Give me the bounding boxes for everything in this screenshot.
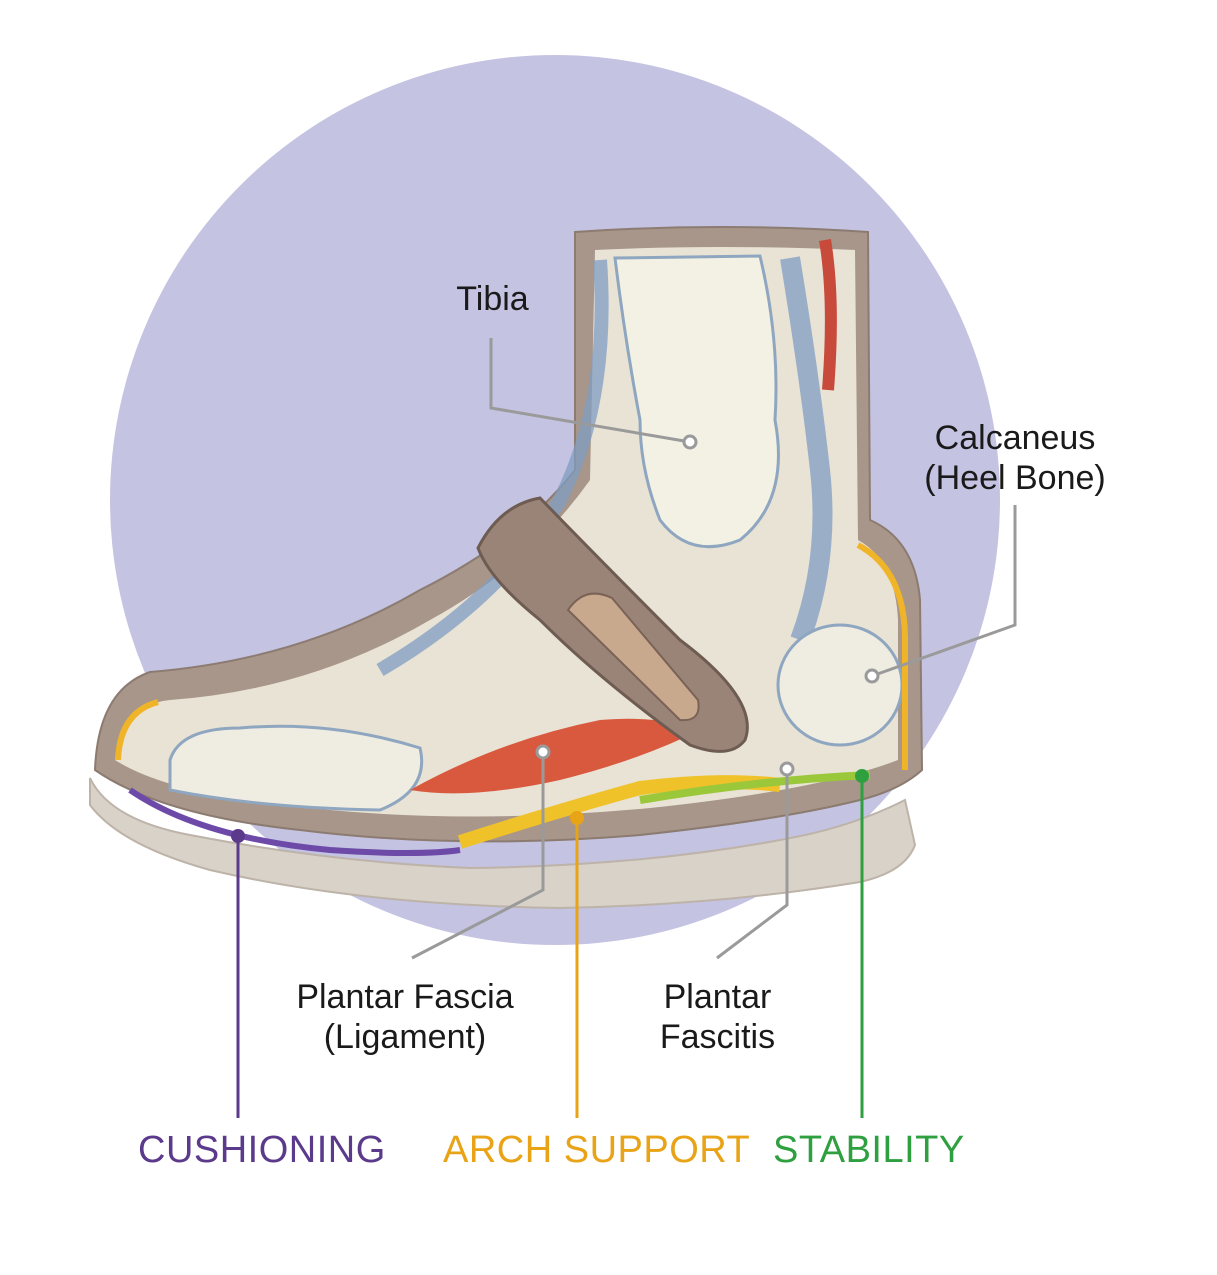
tibia-bone	[613, 254, 780, 549]
calcaneus-bone	[776, 623, 904, 747]
heel-counter	[856, 542, 908, 770]
plantar-fascia-marker	[535, 744, 551, 760]
stability-marker	[855, 769, 869, 783]
cushioning-marker	[231, 829, 245, 843]
arch-support-label: ARCH SUPPORT	[443, 1129, 751, 1171]
leader-lines	[411, 338, 1017, 960]
calcaneus-label-line1: Calcaneus	[934, 419, 1096, 457]
plantar-fascia-label-line2: (Ligament)	[323, 1018, 487, 1056]
plantar-fasciitis-label-line2: Fascitis	[659, 1018, 776, 1056]
shoe-sole	[89, 777, 917, 910]
leader-dots	[535, 434, 880, 777]
stability-label: STABILITY	[773, 1129, 965, 1171]
calcaneus-label-line2: (Heel Bone)	[924, 459, 1106, 497]
insole-stability-layer	[639, 771, 871, 804]
plantar-fasciitis-leader-line	[716, 769, 789, 960]
plantar-fascia-leader-line	[411, 752, 545, 960]
plantar-fasciitis-marker	[779, 761, 795, 777]
tibia-marker	[682, 434, 698, 450]
tendon-back	[780, 256, 833, 644]
tendon-front	[376, 259, 609, 677]
tibia-label-text: Tibia	[456, 280, 529, 318]
tibia-leader-line	[489, 338, 691, 444]
calcaneus-leader-line	[871, 505, 1017, 678]
plantar-fasciitis-label-line1: Plantar	[663, 978, 772, 1016]
toe-counter	[115, 699, 159, 761]
vessel-back	[819, 239, 837, 391]
tibia-label: Tibia	[430, 279, 555, 319]
insole-cushion-layer	[128, 787, 461, 856]
plantar-fascia-label: Plantar Fascia (Ligament)	[275, 977, 535, 1057]
arch-support-marker	[570, 811, 584, 825]
strap-perforated-panel	[566, 592, 700, 722]
plantar-fascia-muscle	[410, 718, 700, 794]
plantar-fascia-label-line1: Plantar Fascia	[296, 978, 514, 1016]
toe-bones	[168, 724, 424, 812]
calcaneus-marker	[864, 668, 880, 684]
calcaneus-label: Calcaneus (Heel Bone)	[900, 418, 1130, 498]
cushioning-label: CUSHIONING	[138, 1129, 386, 1171]
plantar-fasciitis-label: Plantar Fascitis	[630, 977, 805, 1057]
